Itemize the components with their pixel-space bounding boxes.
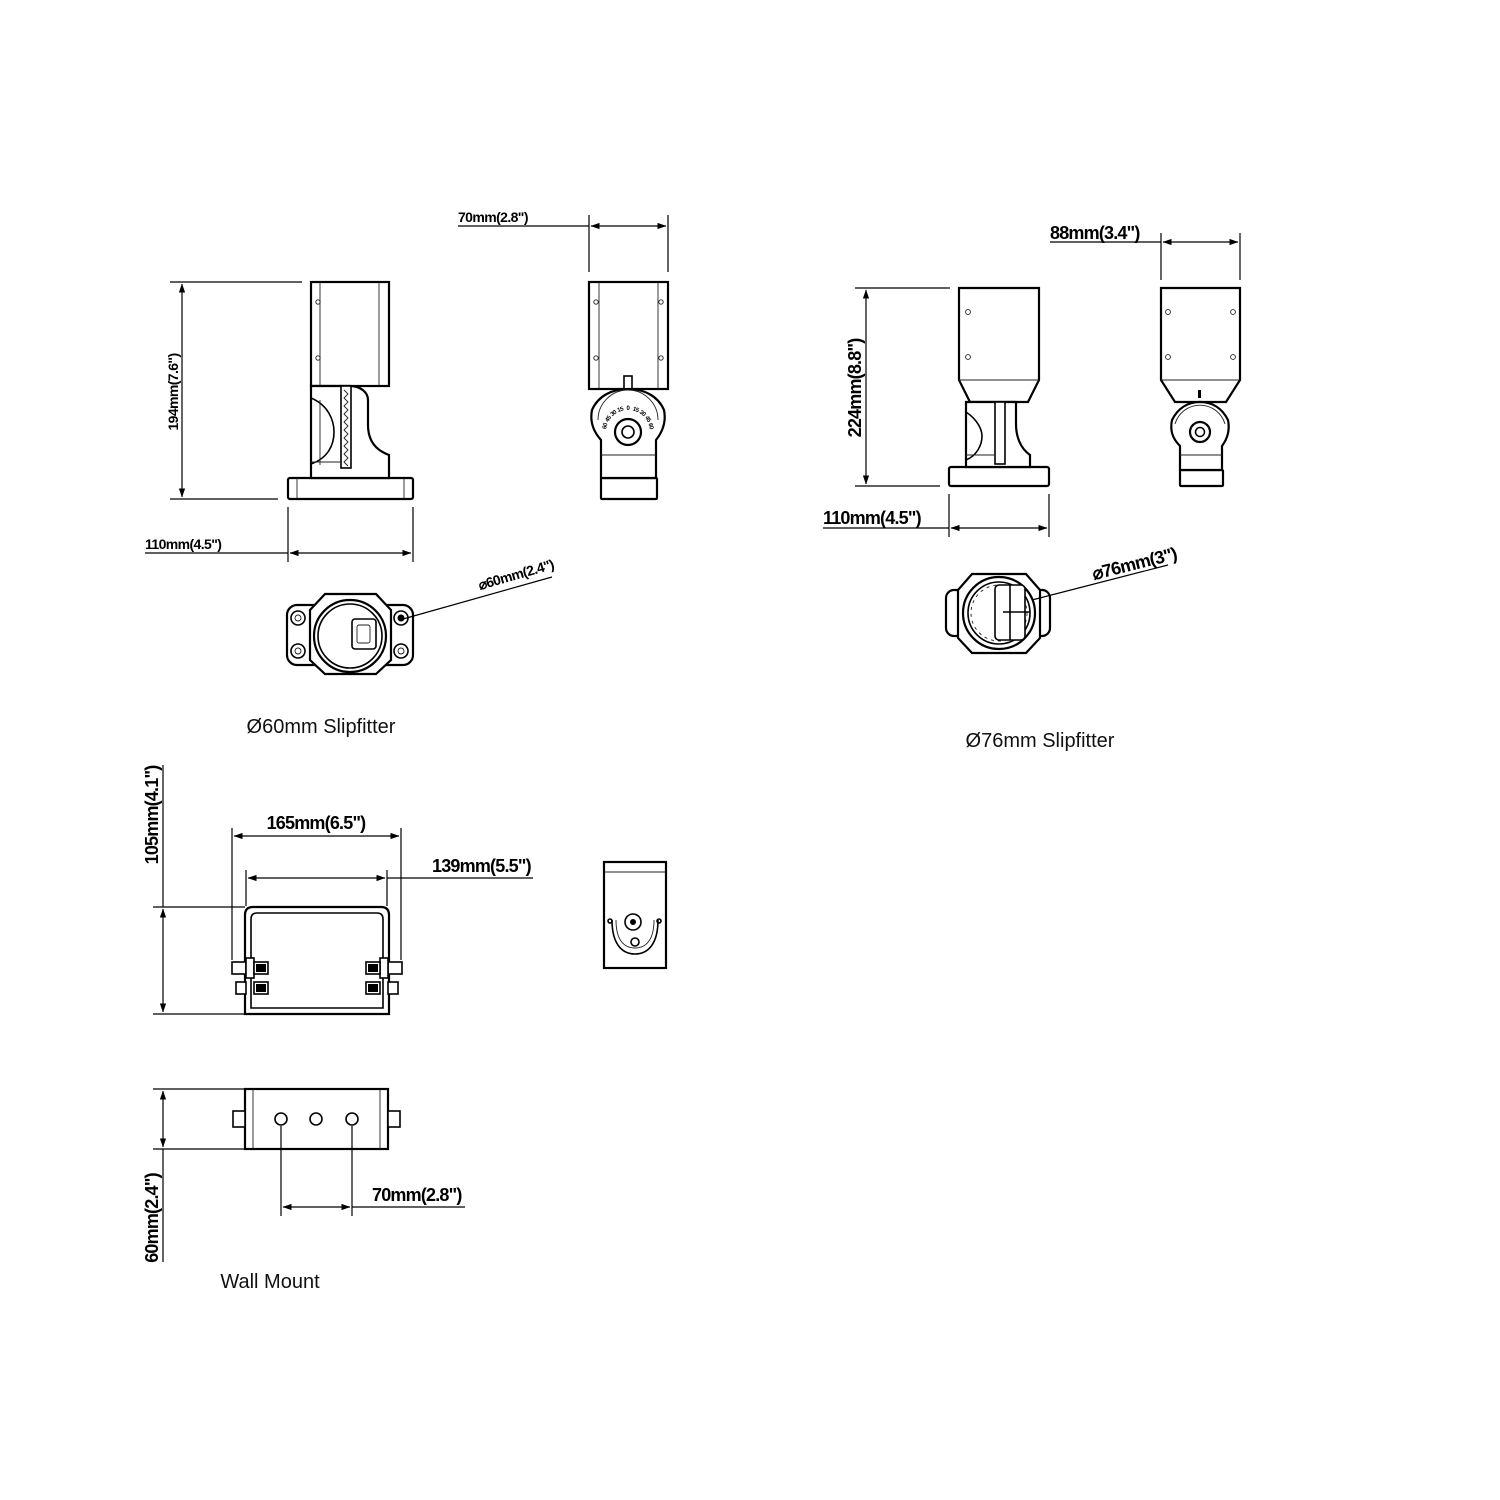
wall-mount-front-view (231, 905, 403, 1016)
slipfitter-60-dimensions: 194mm(7.6") 110mm(4.5") 70mm(2.8") ⌀60mm… (145, 209, 669, 620)
wall-mount-dimensions: 165mm(6.5") 139mm(5.5") 105mm(4.1") 60mm… (142, 765, 533, 1263)
slipfitter-60-plan-view (285, 592, 415, 676)
slipfitter-76-side-view (947, 286, 1051, 488)
wall-mount-top-view (232, 1087, 401, 1151)
wall-mount-group: 165mm(6.5") 139mm(5.5") 105mm(4.1") 60mm… (142, 765, 668, 1293)
slipfitter-60-side-view (286, 280, 415, 501)
angle-mark-label: 45 (643, 415, 652, 424)
angle-mark-label: 15 (632, 406, 641, 414)
slipfitter-76-front-view (1159, 286, 1242, 488)
base-dim-label-76: 110mm(4.5") (823, 508, 922, 528)
slipfitter-76-group: 224mm(8.8") 110mm(4.5") 88mm(3.4") ⌀76mm… (823, 223, 1242, 752)
outer-width-dim-label: 165mm(6.5") (267, 813, 367, 833)
caption-wall-mount: Wall Mount (220, 1271, 320, 1293)
hole-spacing-dim-label: 70mm(2.8") (372, 1185, 462, 1205)
height-dim-label-76: 224mm(8.8") (845, 338, 865, 438)
caption-60-slipfitter: Ø60mm Slipfitter (247, 716, 396, 738)
angle-mark-label: 30 (638, 410, 647, 419)
base-dim-label-60: 110mm(4.5") (145, 536, 221, 552)
width-dim-label-76: 88mm(3.4") (1050, 223, 1140, 243)
angle-mark-label: 30 (610, 409, 619, 418)
angle-mark-label: 15 (617, 406, 626, 414)
angle-mark-label: 60 (602, 422, 610, 430)
diameter-dim-label-76: ⌀76mm(3") (1090, 543, 1179, 583)
height-dim-label-wall: 105mm(4.1") (142, 765, 162, 865)
angle-mark-label: 60 (647, 423, 655, 431)
wall-mount-side-view (602, 860, 668, 970)
angle-mark-label: 0 (627, 406, 631, 412)
width-dim-label-60: 70mm(2.8") (458, 209, 528, 225)
height-dim-label-60: 194mm(7.6") (165, 353, 181, 430)
slipfitter-76-plan-view (944, 572, 1052, 655)
depth-dim-label-wall: 60mm(2.4") (142, 1172, 162, 1262)
caption-76-slipfitter: Ø76mm Slipfitter (966, 730, 1115, 752)
inner-width-dim-label: 139mm(5.5") (432, 856, 532, 876)
angle-mark-label: 45 (605, 414, 614, 423)
